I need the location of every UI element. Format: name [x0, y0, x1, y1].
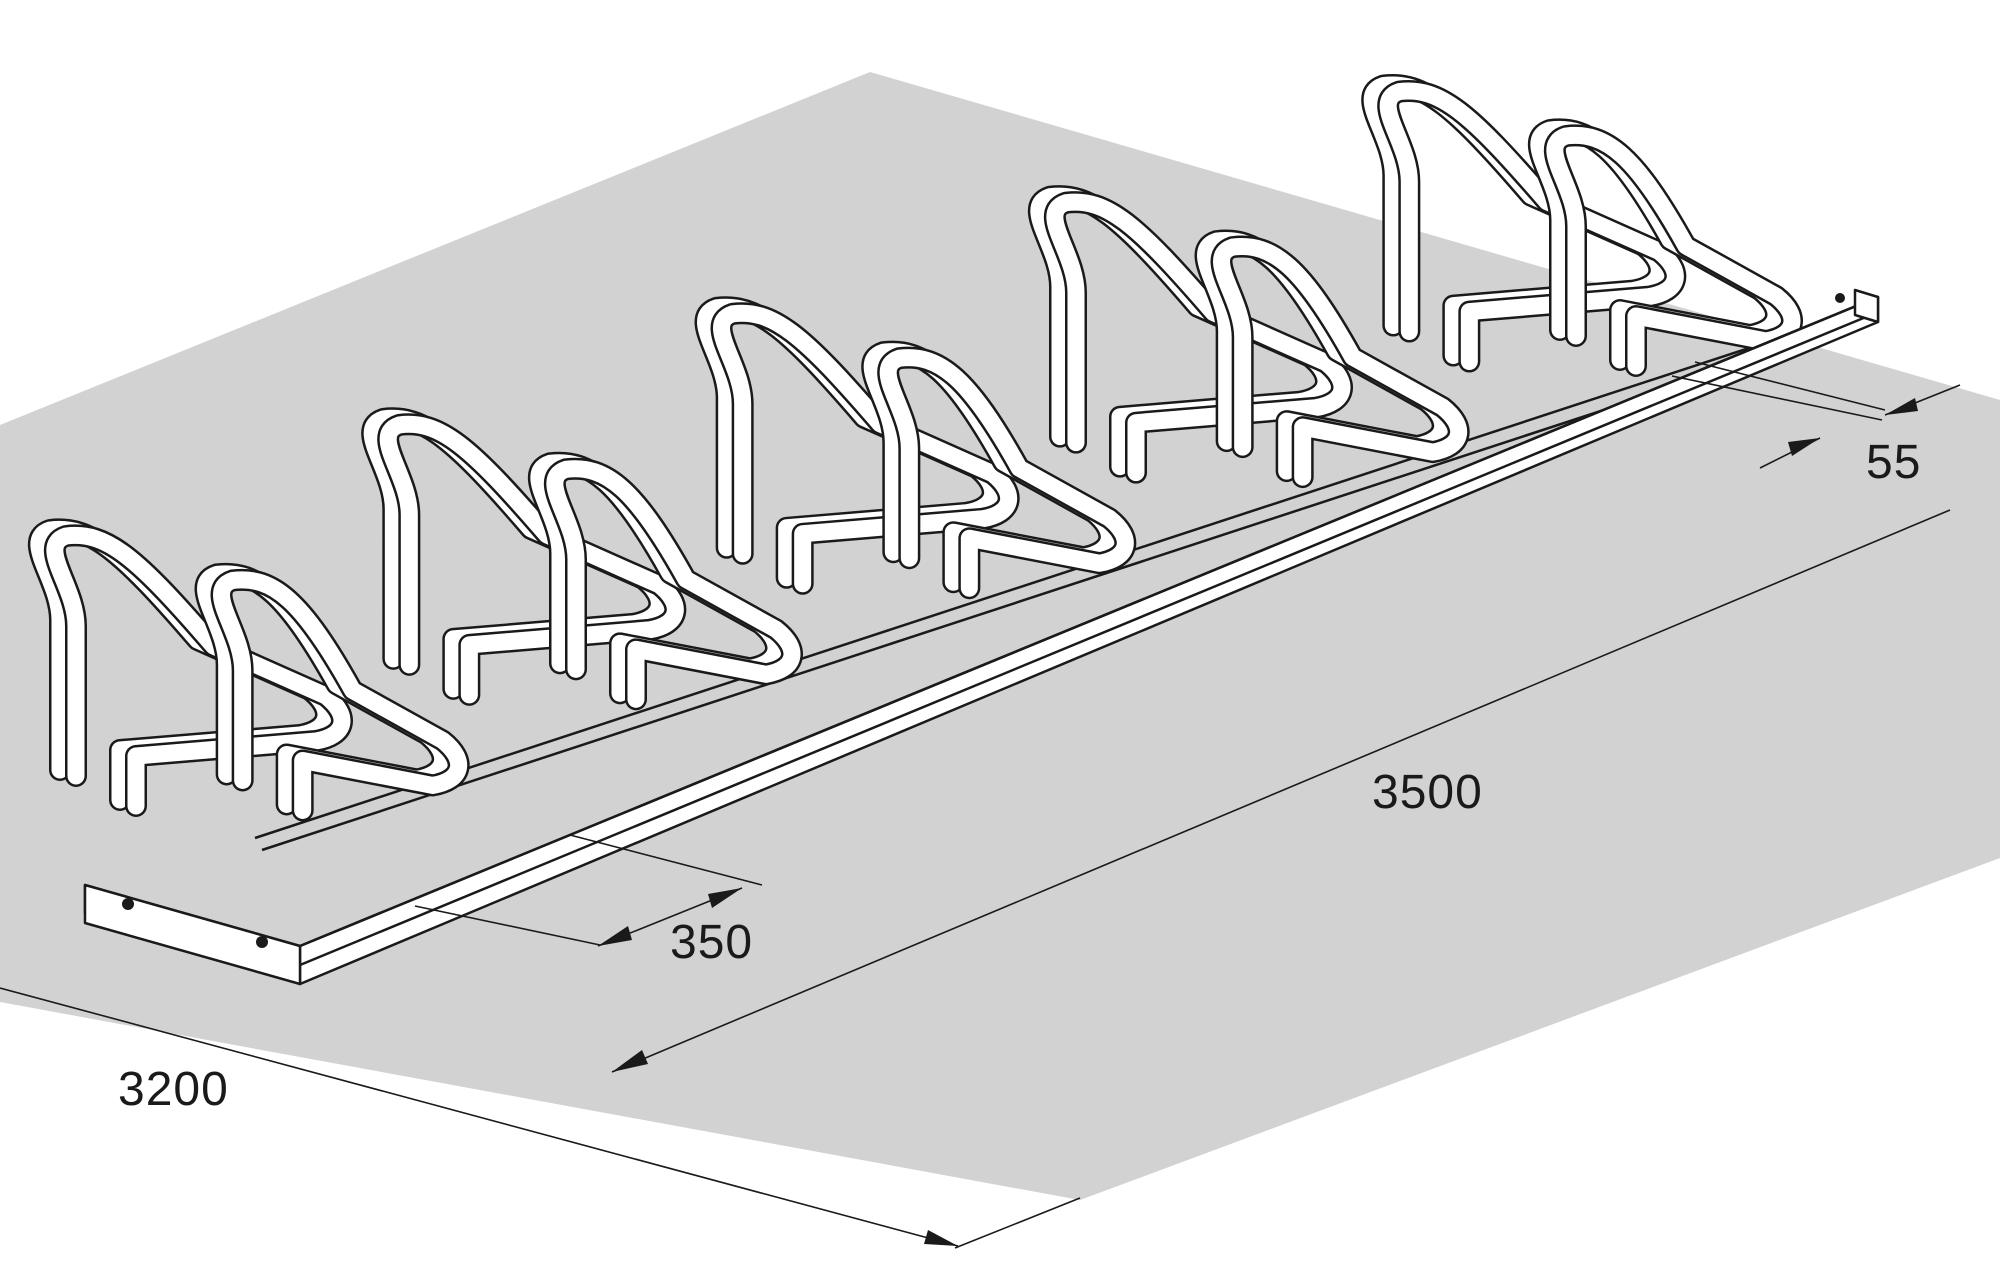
rack-hoop-inner	[543, 457, 803, 711]
rack-hoop-inner	[710, 302, 1020, 595]
bolt-hole	[256, 936, 268, 948]
rack-hoop-inner	[210, 568, 470, 822]
rack-hoop-inner	[1377, 79, 1687, 373]
dimension-label-350: 350	[670, 916, 753, 969]
dimension-label-55: 55	[1866, 436, 1921, 489]
base-frame	[83, 288, 1880, 986]
dimension-label-3200: 3200	[118, 1063, 229, 1116]
floor-area	[0, 72, 2000, 1200]
dimension-3500: 3500	[611, 509, 1951, 1073]
dimension-350: 350	[414, 834, 763, 969]
dimension-label-3500: 3500	[1372, 766, 1483, 819]
rack-hoop-inner	[1543, 124, 1803, 377]
bolt-hole	[1835, 293, 1845, 303]
rack-hoops	[27, 73, 1803, 822]
rack-hoop-inner	[377, 413, 687, 706]
dimension-55: 55	[1671, 361, 1961, 489]
rack-hoop-inner	[1043, 191, 1353, 484]
rack-hoop-inner	[877, 346, 1137, 600]
dimension-3200: 3200	[0, 987, 1081, 1249]
rack-hoop-inner	[43, 524, 353, 817]
rack-hoop-inner	[1210, 235, 1470, 489]
bolt-hole	[122, 898, 134, 910]
